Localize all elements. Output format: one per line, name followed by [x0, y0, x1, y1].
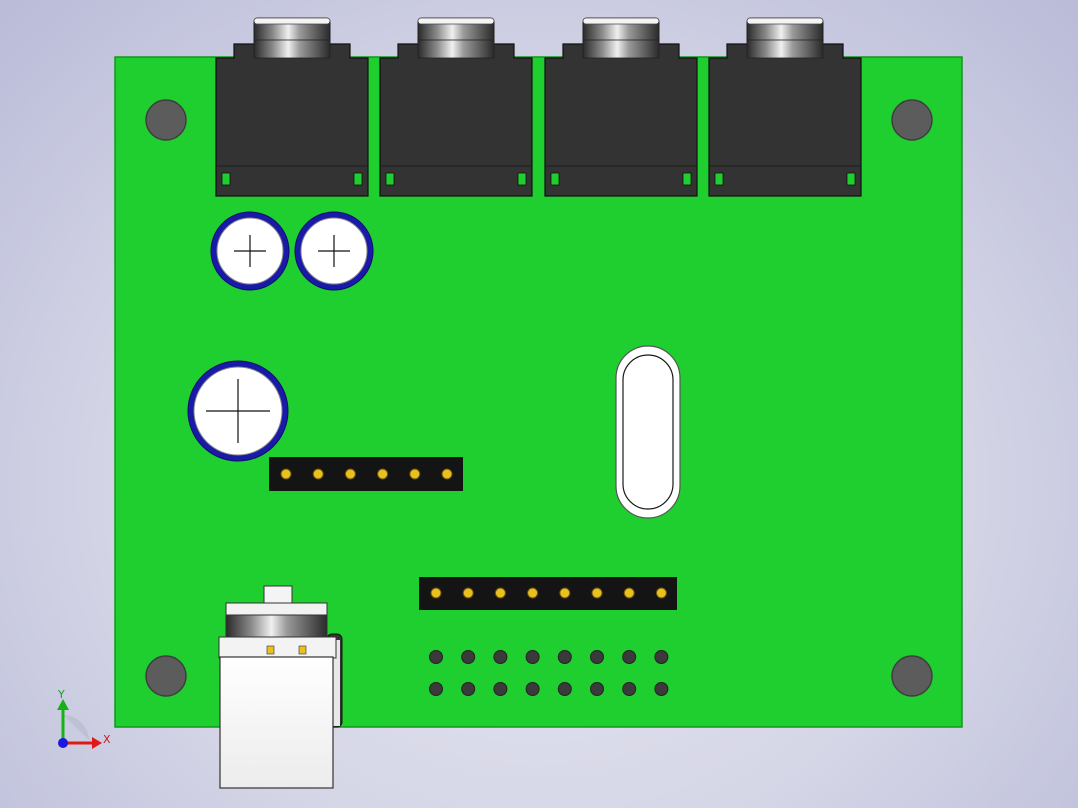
via — [590, 682, 604, 696]
triad-plane-arc — [63, 714, 89, 740]
via — [429, 682, 443, 696]
header8-pin — [655, 587, 667, 599]
via-grid — [429, 650, 669, 696]
header6-pin — [312, 468, 324, 480]
via — [622, 650, 637, 664]
header8-pin — [527, 587, 539, 599]
via — [429, 650, 443, 664]
coordinate-triad — [57, 699, 102, 749]
header8-pin — [591, 587, 603, 599]
via — [493, 650, 508, 664]
via — [654, 682, 669, 696]
header6-pin — [344, 468, 356, 480]
via — [557, 682, 572, 696]
via — [622, 682, 637, 696]
pin-header-6[interactable] — [269, 457, 463, 491]
capacitor-2[interactable] — [294, 211, 374, 291]
audio-jack-1[interactable] — [215, 17, 369, 197]
header8-pin — [559, 587, 571, 599]
bottom-connector[interactable] — [218, 585, 343, 789]
header8-pin — [623, 587, 635, 599]
triad-x-arrow — [92, 737, 102, 749]
header6-pin — [280, 468, 292, 480]
header8-pin — [430, 587, 442, 599]
mounting-hole-top-left — [145, 99, 187, 141]
triad-y-arrow — [57, 699, 69, 710]
via — [525, 650, 540, 664]
pin-header-8[interactable] — [419, 577, 677, 610]
header6-pin — [409, 468, 421, 480]
small-capacitors — [210, 211, 374, 291]
large-capacitor[interactable] — [187, 360, 289, 462]
audio-jack-4[interactable] — [708, 17, 862, 197]
header8-pin — [494, 587, 506, 599]
triad-y-label: Y — [58, 688, 65, 701]
via — [590, 650, 604, 664]
header8-pin — [462, 587, 474, 599]
mounting-hole-bottom-left — [145, 655, 187, 697]
via — [525, 682, 540, 696]
mounting-holes — [145, 99, 933, 697]
via — [557, 650, 572, 664]
header6-pin — [377, 468, 389, 480]
crystal-oscillator[interactable] — [615, 345, 681, 519]
audio-jacks — [215, 17, 862, 197]
mounting-hole-top-right — [891, 99, 933, 141]
triad-z-axis — [58, 738, 68, 748]
capacitor-1[interactable] — [210, 211, 290, 291]
via — [461, 682, 476, 696]
via — [654, 650, 669, 664]
via — [493, 682, 508, 696]
header6-pin — [441, 468, 453, 480]
mounting-hole-bottom-right — [891, 655, 933, 697]
audio-jack-3[interactable] — [544, 17, 698, 197]
triad-x-label: X — [103, 733, 111, 746]
audio-jack-2[interactable] — [379, 17, 533, 197]
via — [461, 650, 476, 664]
